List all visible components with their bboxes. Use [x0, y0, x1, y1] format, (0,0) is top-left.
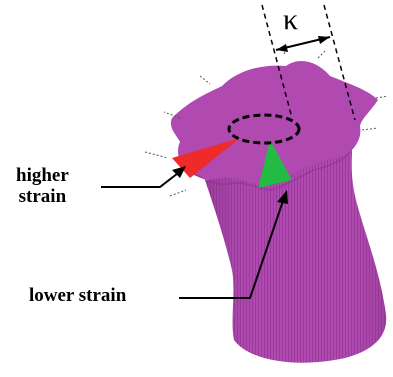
higher-strain-label: higher strain: [16, 165, 69, 207]
higher-strain-pointer: [101, 170, 182, 187]
higher-strain-label-line1: higher: [16, 165, 69, 186]
kappa-arrow: [276, 36, 330, 52]
kappa-label: κ: [283, 4, 298, 36]
lower-strain-label: lower strain: [29, 285, 126, 306]
higher-strain-label-line2: strain: [16, 186, 69, 207]
